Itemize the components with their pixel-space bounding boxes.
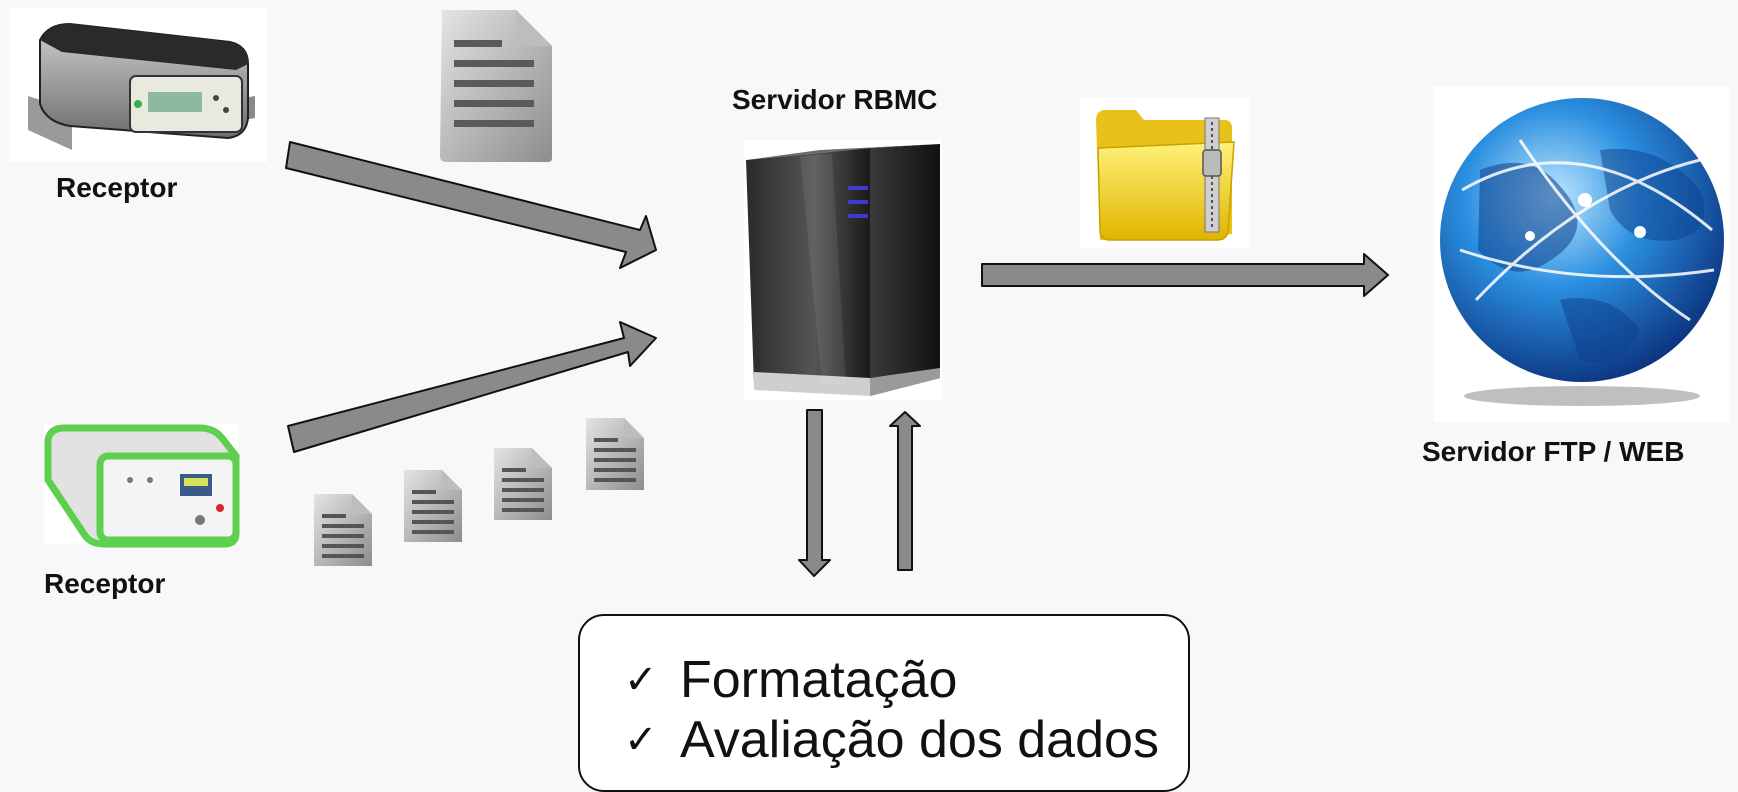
document-icon bbox=[314, 494, 372, 566]
receiver-bottom-label: Receptor bbox=[44, 568, 166, 599]
gnss-receiver-leica-icon bbox=[44, 424, 240, 548]
arrow-receiver-bottom-to-server bbox=[287, 321, 657, 453]
server-tower-icon bbox=[744, 140, 942, 400]
arrow-server-down-to-process bbox=[798, 409, 831, 577]
rbmc-server-label: Servidor RBMC bbox=[732, 84, 938, 115]
process-item-label: Formatação bbox=[680, 651, 958, 709]
document-icon bbox=[494, 448, 552, 520]
process-box: ✓ Formatação ✓ Avaliação dos dados bbox=[578, 614, 1190, 792]
arrow-server-to-ftp-web bbox=[981, 253, 1389, 297]
gnss-receiver-trimble-icon bbox=[10, 8, 267, 162]
check-icon: ✓ bbox=[624, 657, 658, 703]
document-icon bbox=[440, 10, 552, 162]
check-icon: ✓ bbox=[624, 717, 658, 763]
document-icon bbox=[404, 470, 462, 542]
receiver-top-label: Receptor bbox=[56, 172, 178, 203]
ftp-web-server-label: Servidor FTP / WEB bbox=[1422, 436, 1685, 467]
process-item-formatting: ✓ Formatação bbox=[624, 650, 1188, 710]
arrow-process-up-to-server bbox=[889, 411, 921, 571]
document-icon bbox=[586, 418, 644, 490]
process-item-data-evaluation: ✓ Avaliação dos dados bbox=[624, 710, 1188, 770]
process-item-label: Avaliação dos dados bbox=[680, 711, 1159, 769]
zip-folder-icon bbox=[1080, 98, 1250, 248]
globe-network-icon bbox=[1434, 86, 1730, 422]
arrow-receiver-top-to-server bbox=[285, 141, 657, 269]
